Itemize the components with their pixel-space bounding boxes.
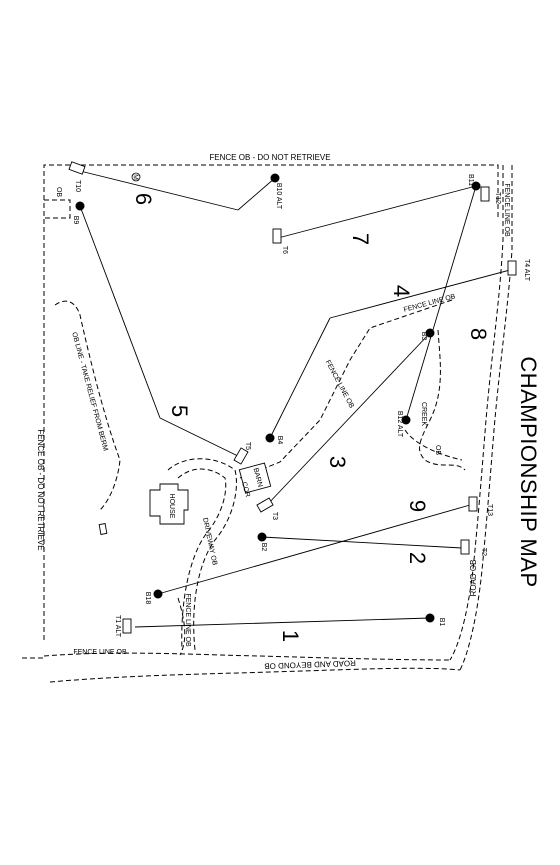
basket-label-b12-alt: B12 ALT — [396, 411, 403, 438]
tee-t12 — [480, 186, 490, 202]
mando-marker: M — [132, 172, 141, 182]
basket-label-b11: B11 — [467, 174, 474, 186]
driveway — [167, 458, 237, 651]
hole-number-1: 1 — [278, 630, 303, 642]
basket-label-b1: B1 — [438, 618, 445, 627]
creek — [419, 329, 466, 471]
hole-number-5: 5 — [167, 405, 192, 417]
tee-t4-alt — [507, 260, 517, 276]
hole-number-9: 9 — [405, 500, 430, 512]
tee-label-t6: T6 — [281, 246, 288, 254]
small-structure — [98, 523, 108, 535]
tee-pads — [68, 161, 517, 634]
creek-ob-label: OB — [434, 445, 441, 455]
road-ob-boundary — [22, 165, 513, 683]
basket-b11 — [471, 181, 481, 191]
tee-label-t13: T13 — [486, 504, 493, 516]
tee-label-t10: T10 — [74, 180, 81, 192]
tee-label-t5: T5 — [244, 442, 251, 450]
fence-line-ob-right: FENCE LINE OB — [503, 183, 510, 237]
mando-label: M — [132, 174, 139, 180]
basket-label-b3: B3 — [420, 332, 427, 341]
hole-lines — [75, 169, 511, 628]
basket-b9 — [75, 201, 85, 211]
inner-fence-line — [239, 299, 453, 479]
basket-label-b18: B18 — [144, 592, 151, 605]
tee-label-t2: T2 — [480, 548, 487, 556]
creek-edge — [404, 429, 463, 461]
fence-left-label: FENCE OB - DO NOT RETRIEVE — [36, 429, 45, 550]
hole-number-7: 7 — [348, 233, 373, 245]
basket-label-b9: B9 — [72, 216, 79, 225]
tee-label-t1-alt: T1 ALT — [114, 615, 121, 638]
berm-label: OB LINE - TAKE RELIEF FROM BERM — [70, 331, 109, 451]
hole-number-6: 6 — [131, 193, 156, 205]
tee-t13 — [468, 496, 478, 512]
tee-label-t4-alt: T4 ALT — [523, 259, 530, 282]
tee-t1-alt — [122, 618, 132, 634]
fence-line-ob-lower: FENCE LINE OB — [184, 593, 191, 647]
barn-label: BARN — [252, 467, 264, 488]
driveway-ob-label: DRIVEWAY OB — [201, 517, 218, 566]
outer-fence — [43, 164, 499, 640]
basket-b18 — [153, 589, 163, 599]
baskets — [75, 173, 481, 623]
map-title: CHAMPIONSHIP MAP — [516, 356, 541, 587]
basket-b10-alt — [270, 173, 280, 183]
basket-b4 — [265, 433, 275, 443]
basket-label-b10-alt: B10 ALT — [275, 183, 282, 210]
hole-number-2: 2 — [405, 552, 430, 564]
berm-ob-line — [54, 300, 121, 511]
hole-number-3: 3 — [325, 456, 350, 468]
fence-top-label: FENCE OB - DO NOT RETRIEVE — [209, 153, 330, 162]
tee-label-t12: T12 — [494, 192, 501, 204]
ob-corner-label: OB — [55, 187, 62, 197]
fence-line-ob-bottom: FENCE LINE OB — [73, 649, 127, 656]
tee-t2 — [460, 539, 470, 555]
cor-label: COR — [240, 481, 251, 498]
tee-t5 — [233, 447, 249, 465]
house — [149, 483, 189, 525]
barn — [238, 462, 272, 494]
tee-t6 — [272, 228, 282, 244]
hole-number-4: 4 — [389, 285, 414, 297]
tee-t10 — [68, 161, 86, 175]
basket-b12-alt — [401, 415, 411, 425]
basket-label-b2: B2 — [260, 543, 267, 552]
road-beyond-label: ROAD AND BEYOND OB — [264, 658, 356, 670]
tee-t3 — [256, 497, 274, 513]
basket-b1 — [425, 613, 435, 623]
tee-label-t3: T3 — [271, 512, 278, 520]
hole-number-8: 8 — [466, 328, 491, 340]
road-ob-label: ROAD OB — [469, 560, 478, 597]
house-label: HOUSE — [168, 494, 175, 519]
basket-b2 — [257, 532, 267, 542]
creek-label: CREEK — [420, 402, 427, 426]
basket-label-b4: B4 — [276, 436, 283, 445]
basket-b3 — [425, 328, 435, 338]
